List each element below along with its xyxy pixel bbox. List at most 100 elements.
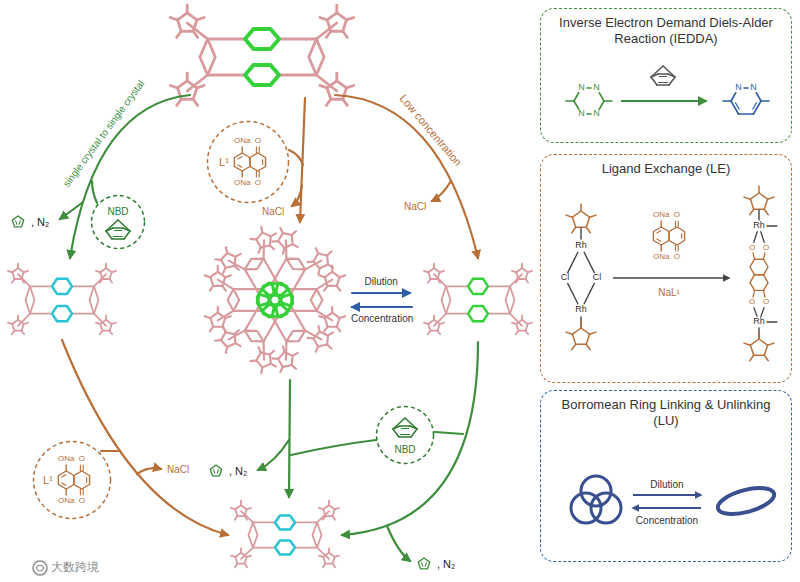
methyl-bond bbox=[105, 264, 107, 269]
methyl-bond bbox=[768, 343, 774, 345]
methyl-bond bbox=[292, 230, 296, 236]
methyl-bond bbox=[293, 353, 298, 356]
methyl-bond bbox=[217, 266, 219, 272]
methyl-bond bbox=[424, 323, 428, 324]
bond-line bbox=[256, 171, 257, 177]
methyl-bond bbox=[521, 264, 523, 269]
bond-line bbox=[754, 308, 757, 317]
bond-line bbox=[767, 225, 777, 226]
bond-line bbox=[599, 101, 604, 109]
linker-rod bbox=[279, 38, 316, 41]
bond-line bbox=[678, 245, 679, 251]
methyl-bond bbox=[221, 327, 227, 332]
cyclopentadiene-icon bbox=[418, 558, 429, 569]
methyl-bond bbox=[428, 331, 431, 335]
atom-label: L¹ bbox=[43, 474, 53, 486]
cp-star-ring bbox=[277, 231, 297, 251]
unlinked-ring bbox=[715, 483, 777, 519]
atom-label: O bbox=[749, 298, 755, 307]
byproduct-label: , N₂ bbox=[228, 465, 248, 478]
metal-bond bbox=[434, 274, 446, 286]
linker-rod bbox=[30, 285, 52, 287]
ligand-circle: ONaOONaOL¹ bbox=[206, 120, 290, 204]
atom-label: NBD bbox=[107, 206, 128, 217]
atom-label: O bbox=[749, 244, 755, 253]
linker-rod bbox=[30, 313, 52, 315]
watermark: 大数跨境 bbox=[50, 561, 100, 575]
bond-line bbox=[411, 429, 417, 437]
methyl-bond bbox=[512, 323, 516, 324]
legend-panel: Inverse Electron Demand Diels-Alder Reac… bbox=[540, 8, 792, 143]
metal-bond bbox=[229, 326, 245, 344]
aromatic-ring bbox=[275, 515, 295, 529]
bond-line bbox=[754, 232, 757, 243]
bond-line bbox=[661, 245, 662, 251]
reaction-arrow bbox=[342, 342, 478, 535]
bridging-ligand bbox=[313, 522, 322, 547]
methyl-bond bbox=[110, 331, 113, 335]
double-bond bbox=[402, 428, 409, 429]
methyl-bond bbox=[205, 316, 211, 318]
reaction-arrow bbox=[335, 95, 478, 258]
reagent-circle: NBD bbox=[90, 194, 146, 250]
atom-label: N bbox=[735, 83, 742, 93]
methyl-bond bbox=[17, 264, 19, 269]
bond-line bbox=[400, 425, 410, 427]
methyl-bond bbox=[528, 271, 532, 272]
methyl-bond bbox=[24, 323, 28, 324]
linker-rod bbox=[488, 313, 510, 315]
methyl-bond bbox=[215, 338, 221, 343]
methyl-bond bbox=[586, 227, 590, 232]
double-bond bbox=[86, 478, 87, 483]
cp-star-ring bbox=[255, 350, 275, 370]
molecule-drawing bbox=[58, 465, 89, 495]
cp-star-ring bbox=[428, 268, 439, 279]
cp-star-ring bbox=[428, 320, 439, 331]
bond-line bbox=[106, 220, 118, 231]
methyl-bond bbox=[347, 85, 354, 87]
methyl-bond bbox=[758, 332, 760, 339]
bond-line bbox=[112, 238, 124, 240]
methyl-bond bbox=[320, 85, 327, 87]
linker-rod bbox=[208, 74, 245, 77]
double-bond bbox=[214, 470, 215, 473]
methyl-bond bbox=[250, 236, 256, 241]
borromean-ring bbox=[591, 493, 621, 523]
double-bond bbox=[401, 434, 410, 435]
methyl-bond bbox=[260, 367, 264, 373]
aromatic-ring bbox=[273, 291, 296, 320]
node-drawing bbox=[206, 120, 290, 204]
byproduct-arrow bbox=[60, 202, 83, 219]
linker-rod bbox=[253, 522, 275, 524]
molecule-drawing bbox=[393, 418, 417, 437]
atom-label: ONa bbox=[234, 179, 250, 188]
methyl-bond bbox=[324, 327, 327, 332]
methyl-bond bbox=[222, 286, 225, 291]
bond-line bbox=[651, 77, 657, 85]
atom-label: N bbox=[578, 83, 585, 93]
methyl-bond bbox=[193, 99, 197, 105]
bond-line bbox=[566, 100, 574, 102]
aromatic-ring bbox=[750, 259, 768, 275]
arrow-label: Low concentration bbox=[396, 91, 465, 169]
methyl-bond bbox=[235, 254, 240, 257]
double-bond bbox=[238, 165, 242, 167]
methyl-bond bbox=[317, 268, 321, 274]
bond-line bbox=[731, 93, 736, 101]
methyl-bond bbox=[586, 344, 590, 349]
methyl-bond bbox=[292, 364, 296, 370]
metallacage bbox=[8, 264, 116, 335]
linker-rod bbox=[72, 313, 94, 315]
bond-line bbox=[739, 113, 754, 115]
double-bond bbox=[660, 76, 667, 77]
double-bond bbox=[238, 157, 242, 159]
quinone-ring bbox=[74, 471, 90, 489]
double-bond bbox=[114, 236, 123, 237]
methyl-bond bbox=[279, 228, 285, 233]
methyl-bond bbox=[319, 556, 323, 557]
bond-line bbox=[80, 489, 81, 495]
bridging-ligand bbox=[90, 286, 99, 313]
bridging-ligand bbox=[311, 289, 323, 311]
methyl-bond bbox=[323, 564, 326, 568]
aromatic-ring bbox=[245, 65, 279, 85]
